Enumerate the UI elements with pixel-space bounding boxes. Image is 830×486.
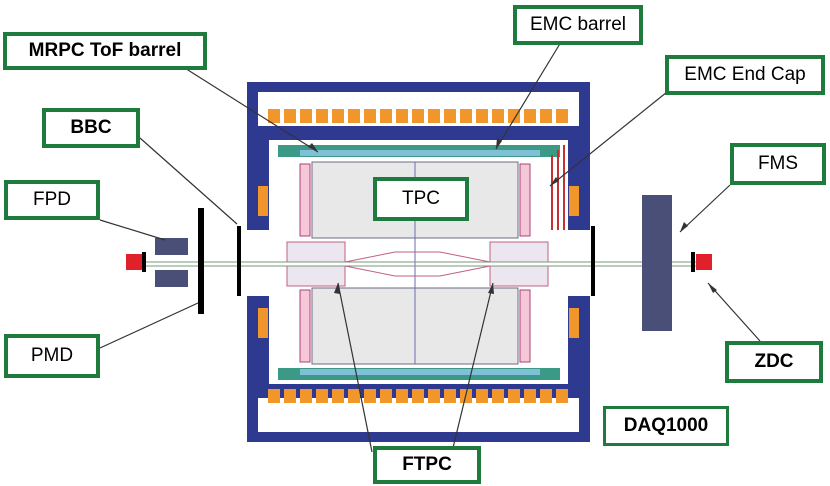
magnet-yoke-bottom xyxy=(247,384,590,442)
pmd-label: PMD xyxy=(4,334,100,378)
fms-detector xyxy=(642,195,672,331)
fms-label: FMS xyxy=(730,143,826,185)
zdc-left-stub xyxy=(142,252,146,272)
fpd-detector xyxy=(155,238,188,287)
pole-tip-blocks xyxy=(258,186,579,338)
zdc-right xyxy=(696,254,712,270)
magnet-yoke-top xyxy=(247,82,590,140)
bbc-label: BBC xyxy=(42,108,140,148)
mrpc-tof-barrel-label: MRPC ToF barrel xyxy=(3,32,207,70)
ftpc-label: FTPC xyxy=(373,446,481,484)
emc-endcap-label: EMC End Cap xyxy=(665,55,825,95)
fpd-label: FPD xyxy=(4,180,100,220)
leader-lines xyxy=(99,41,761,453)
emc-barrel-label: EMC barrel xyxy=(513,5,643,45)
tof-barrel-bands xyxy=(278,145,560,380)
tpc-label: TPC xyxy=(373,177,469,221)
bbc-pmd-bars xyxy=(198,208,595,314)
ftpc-chambers xyxy=(286,241,549,287)
zdc-right-stub xyxy=(691,252,695,272)
daq1000-label: DAQ1000 xyxy=(603,406,729,446)
zdc-label: ZDC xyxy=(725,341,823,383)
emc-endcap-plates xyxy=(551,145,565,230)
beam-pipe xyxy=(130,251,705,277)
zdc-left xyxy=(126,254,142,270)
leader-arrowheads xyxy=(308,138,717,294)
